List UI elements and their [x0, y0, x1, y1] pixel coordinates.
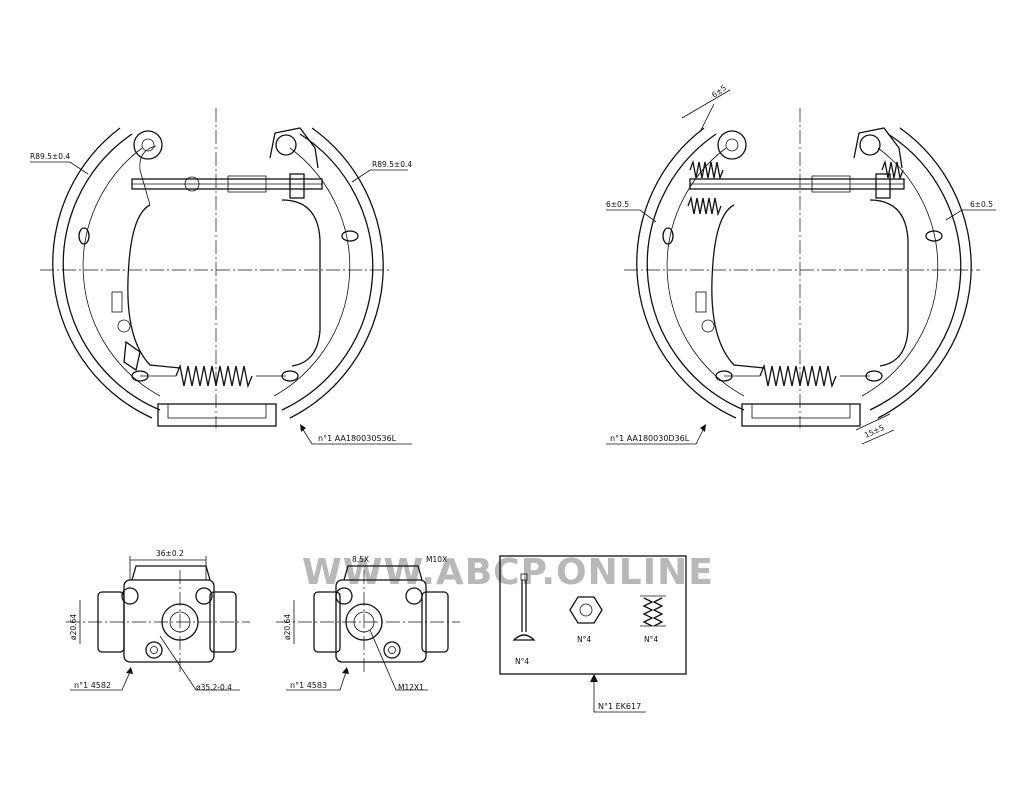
right-assembly-dim-left: 6±0.5 [606, 200, 629, 209]
right-assembly-label: n°1 AA180030D36L [610, 434, 690, 443]
right-assembly-dim-top: 6±5 [710, 83, 728, 100]
cylinder-right-label: n°1 4583 [290, 681, 327, 690]
right-brake-assembly: n°1 AA180030D36L 6±5 6±0.5 6±0.5 15±5 [606, 83, 996, 445]
pin-label: N°4 [515, 657, 529, 666]
spring-part: N°4 [640, 595, 666, 644]
left-brake-assembly: n°1 AA180030S36L R89.5±0.4 R89.5±0.4 [30, 108, 412, 445]
wheel-cylinder-left: 36±0.2 ø20.64 ø35.2-0.4 n°1 4582 [66, 549, 250, 692]
cylinder-right-dim-top-left: 8.5X [352, 555, 369, 564]
nut-part: N°4 [569, 596, 603, 644]
cylinder-left-label: n°1 4582 [74, 681, 111, 690]
cylinder-left-dim-diameter: ø35.2-0.4 [196, 683, 232, 692]
spring-label: N°4 [644, 635, 658, 644]
cylinder-right-dim-thread: M12X1 [398, 683, 424, 692]
left-assembly-radius-right: R89.5±0.4 [372, 160, 412, 169]
watermark-text: WWW.ABCP.ONLINE [302, 552, 714, 593]
wheel-cylinder-right: 8.5X M10X ø20.64 M12X1 n°1 4583 [276, 555, 460, 692]
left-assembly-radius-left: R89.5±0.4 [30, 152, 70, 161]
left-assembly-label: n°1 AA180030S36L [318, 434, 397, 443]
cylinder-left-dim-bore: ø20.64 [69, 614, 78, 640]
cylinder-right-dim-bore: ø20.64 [283, 614, 292, 640]
nut-label: N°4 [577, 635, 591, 644]
fitting-kit: N°4 N°4 N°4 N°1 EK617 [499, 555, 687, 713]
kit-label: N°1 EK617 [598, 702, 641, 711]
pin-part: N°4 [512, 573, 536, 666]
right-assembly-dim-right: 6±0.5 [970, 200, 993, 209]
cylinder-left-dim-width: 36±0.2 [156, 549, 184, 558]
cylinder-right-dim-top-right: M10X [426, 555, 447, 564]
